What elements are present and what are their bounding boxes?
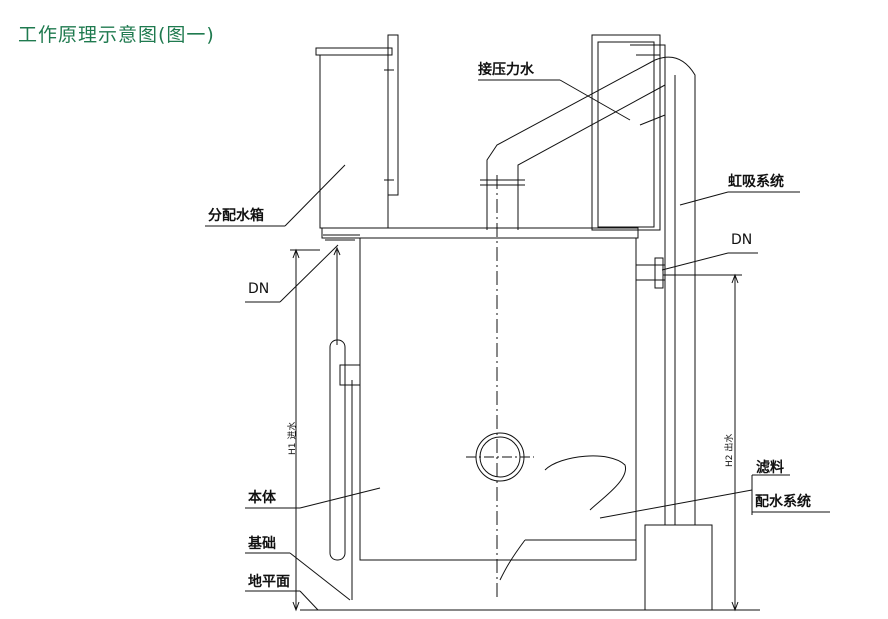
label-h2-outlet: H2 出水 [725,433,735,467]
label-distribution-tank: 分配水箱 [208,208,264,224]
distribution-tank [315,34,399,229]
label-siphon-system: 虹吸系统 [728,174,784,190]
top-slab [321,227,639,239]
label-foundation: 基础 [248,536,276,552]
filter-body [359,175,637,600]
label-ground: 地平面 [248,574,290,590]
label-dn-left: DN [248,281,270,297]
siphon-pipe [480,34,696,525]
label-water-distribution-system: 配水系统 [755,494,811,510]
label-dn-right: DN [731,232,753,248]
label-filter-media: 滤料 [756,460,784,476]
outlet-base [644,524,713,611]
diagram-title: 工作原理示意图(图一) [18,24,215,46]
inlet-pipe [323,234,361,600]
label-body: 本体 [248,490,276,506]
label-pressure-water: 接压力水 [478,62,534,78]
leader-lines [205,79,830,611]
label-h1-inlet: H1 进水 [288,421,298,455]
dimension-lines [290,248,742,612]
